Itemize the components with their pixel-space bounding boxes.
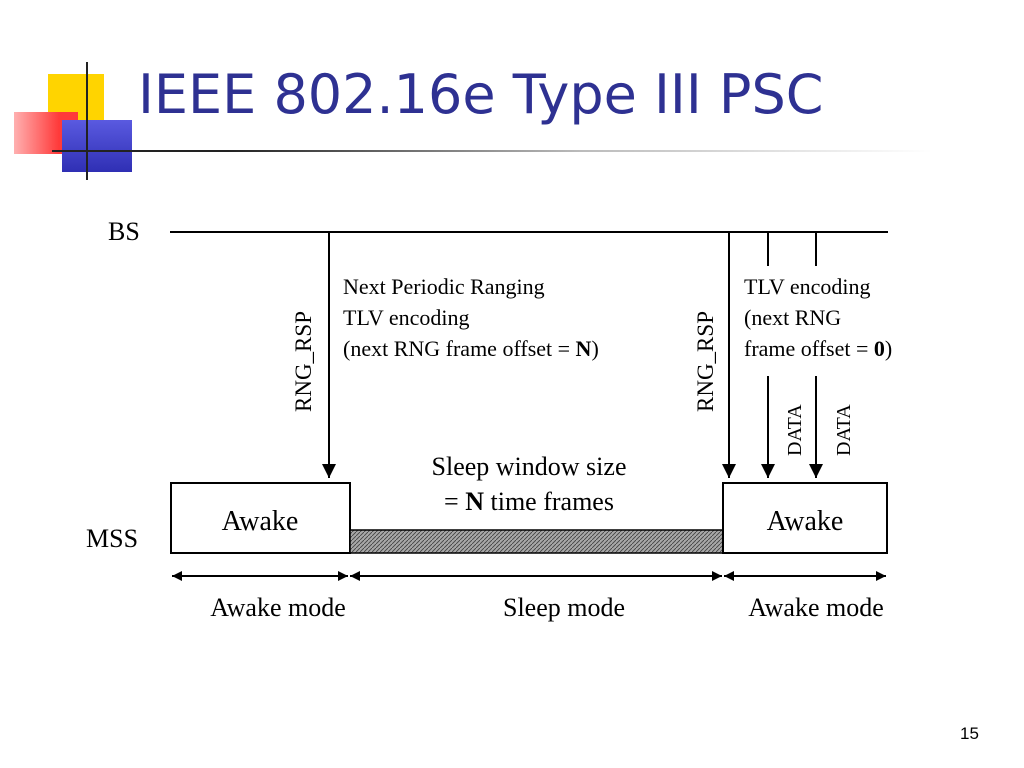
bs-label: BS <box>108 217 140 246</box>
page-title: IEEE 802.16e Type III PSC <box>138 63 824 126</box>
sleep-period-bar <box>349 529 724 554</box>
mode-label-right: Awake mode <box>748 593 884 622</box>
page-number: 15 <box>960 724 979 743</box>
note-right-line1: TLV encoding <box>744 274 871 299</box>
note-right-line2: (next RNG <box>744 305 841 330</box>
mss-label: MSS <box>86 524 138 553</box>
data-label-2: DATA <box>833 404 855 456</box>
decorative-blue-square <box>62 120 132 172</box>
awake-box-left-label: Awake <box>222 506 299 537</box>
note-left-line1: Next Periodic Ranging <box>343 274 545 299</box>
sleep-window-line1: Sleep window size <box>432 452 627 481</box>
rng-rsp-label-right: RNG_RSP <box>693 311 718 412</box>
note-left-line2: TLV encoding <box>343 305 470 330</box>
awake-box-right-label: Awake <box>767 506 844 537</box>
decorative-vertical-line <box>86 62 88 180</box>
decorative-horizontal-rule <box>52 150 932 152</box>
note-left-line3: (next RNG frame offset = N) <box>343 336 599 361</box>
mode-label-middle: Sleep mode <box>503 593 625 622</box>
rng-rsp-label-left: RNG_RSP <box>291 311 316 412</box>
awake-box-right <box>722 482 888 554</box>
awake-box-left <box>170 482 351 554</box>
sleep-window-line2: = N time frames <box>444 487 614 516</box>
data-label-1: DATA <box>784 404 806 456</box>
mode-label-left: Awake mode <box>210 593 346 622</box>
note-right-line3: frame offset = 0) <box>744 336 892 361</box>
